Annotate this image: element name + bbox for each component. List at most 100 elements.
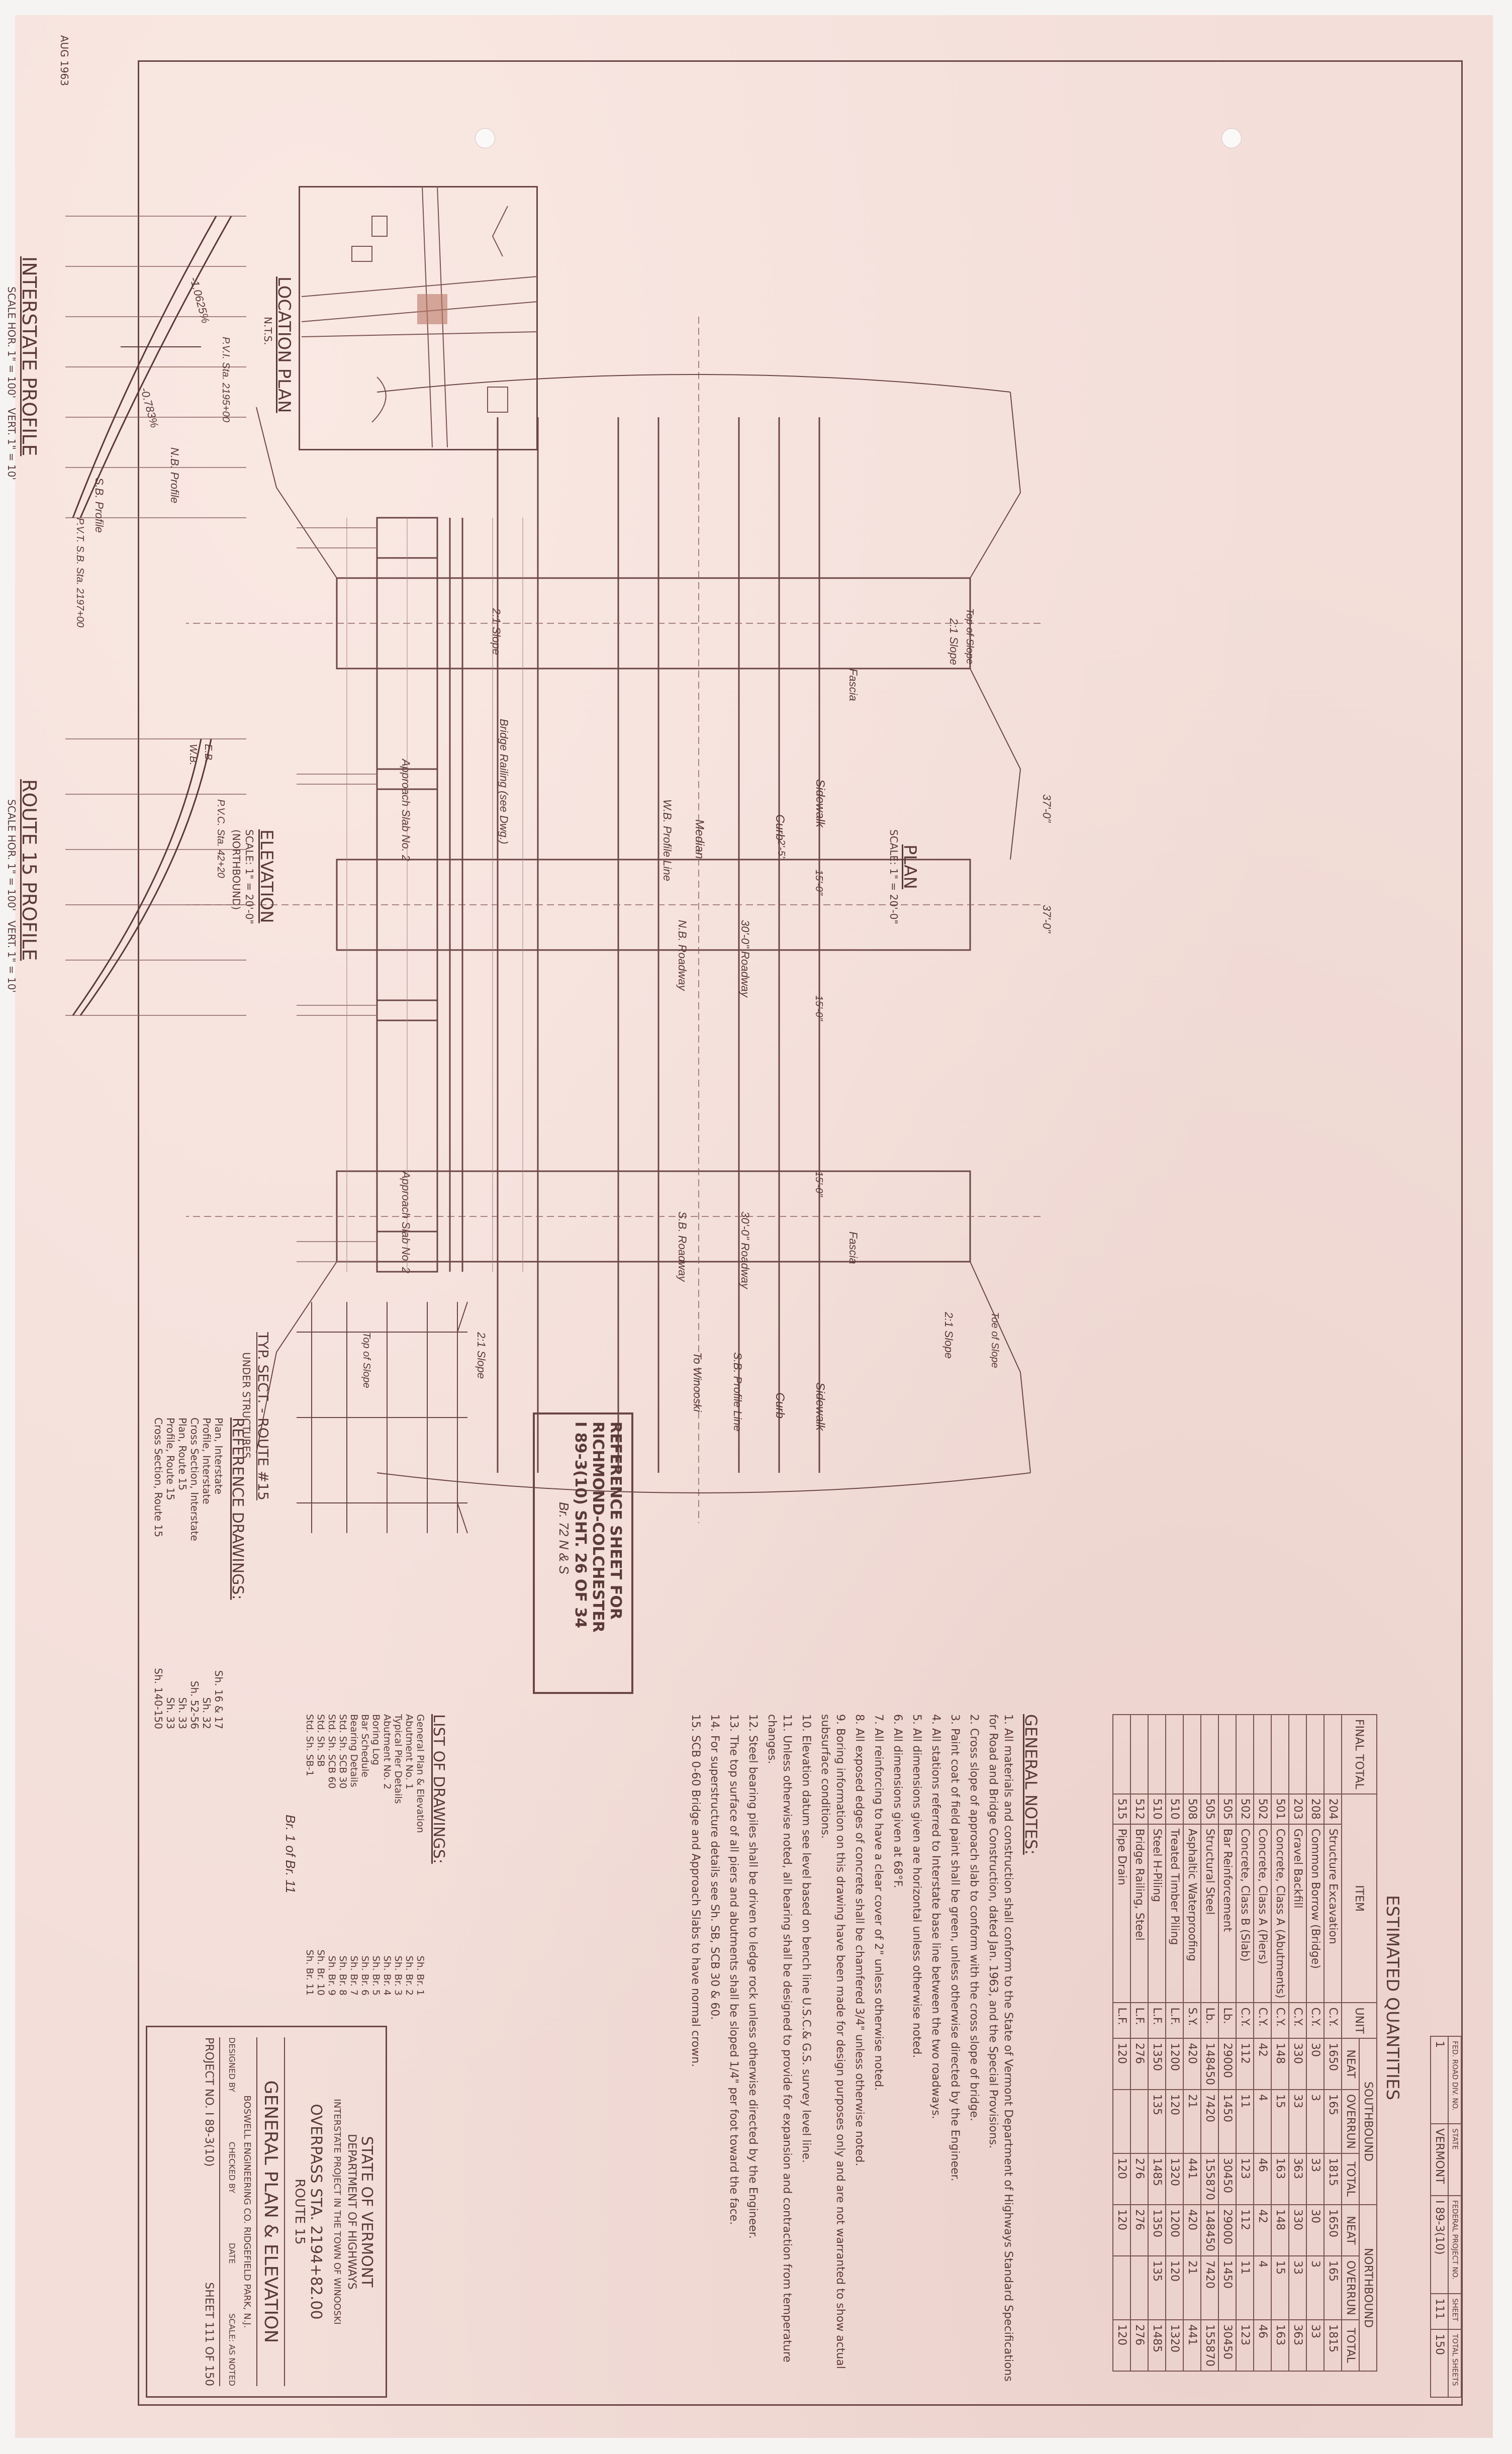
- rotated-drawing: AUG 1963 FED. ROAD DIV. NO. STATE FEDERA…: [6, 15, 1493, 2438]
- drawing-title: GENERAL PLAN & ELEVATION: [256, 2037, 285, 2386]
- general-note: 14. For superstructure details see Sh. S…: [708, 1714, 721, 2020]
- quantities-head: NORTHBOUND: [1359, 2204, 1377, 2371]
- plan-drawing: [186, 317, 1041, 1523]
- header-cell: STATE: [1448, 2124, 1461, 2196]
- plan-title: PLAN: [900, 844, 920, 889]
- quantities-sub: OVERRUN: [1342, 2089, 1359, 2153]
- header-value: I 89-3(10): [1431, 2195, 1448, 2294]
- general-note: 4. All stations referred to Interstate b…: [929, 1714, 942, 2119]
- quantities-sub: OVERRUN: [1342, 2255, 1359, 2320]
- header-table: FED. ROAD DIV. NO. STATE FEDERAL PROJECT…: [1430, 2036, 1462, 2398]
- profile-nb-label: N.B. Profile: [168, 447, 181, 504]
- plan-sidewalk-label: Sidewalk: [813, 1382, 827, 1431]
- header-cell: FEDERAL PROJECT NO.: [1448, 2195, 1461, 2294]
- quantities-sub: TOTAL: [1342, 2319, 1359, 2371]
- elevation-title: ELEVATION: [256, 829, 276, 923]
- title-route: ROUTE 15: [292, 2179, 307, 2245]
- title-project-row: PROJECT NO. I 89-3(10) SHEET 111 OF 150: [203, 2037, 220, 2386]
- title-dept: DEPARTMENT OF HIGHWAYS: [345, 2134, 358, 2290]
- quantities-sub: NEAT: [1342, 2038, 1359, 2090]
- header-cell: SHEET: [1448, 2294, 1461, 2330]
- plan-roadway-label: 30'-0" Roadway: [739, 920, 751, 997]
- general-note: 6. All dimensions given at 68°F.: [891, 1714, 904, 1889]
- title-project: INTERSTATE PROJECT IN THE TOWN OF WINOOS…: [332, 2099, 342, 2325]
- route15-wb-label: W.B.: [187, 744, 199, 766]
- quantities-head: FINAL TOTAL: [1342, 1715, 1377, 1794]
- general-note: 15. SCB 0-60 Bridge and Approach Slabs t…: [689, 1714, 702, 2067]
- typical-section-drawing: [297, 1301, 468, 1534]
- quantities-sub: TOTAL: [1342, 2153, 1359, 2205]
- header-value: 150: [1431, 2329, 1448, 2397]
- general-note: 3. Paint coat of field paint shall be gr…: [949, 1714, 961, 2182]
- plan-slope-label: 2:1 Slope: [948, 618, 960, 665]
- plan-sidewalk-label: Sidewalk: [813, 779, 827, 828]
- general-notes-title: GENERAL NOTES:: [1021, 1714, 1041, 1855]
- general-note: 5. All dimensions given are horizontal u…: [910, 1714, 923, 2058]
- location-plan-sketch: [301, 185, 538, 448]
- punch-hole: [475, 128, 495, 148]
- plan-scale: SCALE: 1" = 20'-0": [888, 829, 900, 924]
- quantities-table: FINAL TOTAL ITEM UNIT SOUTHBOUND NORTHBO…: [1112, 1714, 1377, 2372]
- title-signoffs: DESIGNED BY CHECKED BY DATE SCALE: AS NO…: [227, 2037, 237, 2386]
- reference-sheet-box: REFERENCE SHEET FOR RICHMOND-COLCHESTER …: [533, 1412, 633, 1694]
- plan-dim: 15'-0": [813, 1171, 824, 1197]
- general-notes: GENERAL NOTES: 1. All materials and cons…: [684, 1714, 1041, 2388]
- elevation-drawing: [297, 517, 523, 1273]
- plan-dim: 15'-0": [813, 995, 824, 1021]
- typ-sect-title: TYP. SECT. - ROUTE #15: [255, 1332, 271, 1500]
- reference-sheet-line: RICHMOND-COLCHESTER: [589, 1422, 607, 1633]
- general-note: 9. Boring information on this drawing ha…: [819, 1714, 846, 2369]
- plan-fascia: Fascia: [847, 1232, 860, 1264]
- header-cell: TOTAL SHEETS: [1448, 2329, 1461, 2397]
- plan-sb-profile-label: S.B. Profile Line: [731, 1352, 744, 1432]
- header-value: VERMONT: [1431, 2124, 1448, 2196]
- route15-pvc-label: P.V.C. Sta. 42+20: [215, 799, 226, 878]
- route15-profile-title: ROUTE 15 PROFILE: [18, 779, 40, 961]
- general-note: 10. Elevation datum see level based on b…: [800, 1714, 812, 2163]
- general-note: 12. Steel bearing piles shall be driven …: [746, 1714, 759, 2239]
- plan-winooski-label: To Winooski: [691, 1352, 704, 1412]
- plan-dim: 37'-0": [1041, 905, 1053, 933]
- title-overpass: OVERPASS STA. 2194+82.00: [307, 2104, 325, 2320]
- general-note: 13. The top surface of all piers and abu…: [727, 1714, 740, 2225]
- interstate-profile-scale: SCALE HOR. 1" = 100' VERT. 1" = 10': [6, 287, 18, 480]
- general-note: 7. All reinforcing to have a clear cover…: [872, 1714, 885, 2091]
- route15-profile-graph: [65, 738, 246, 1016]
- plan-roadway-label: 30'-0" Roadway: [739, 1211, 751, 1289]
- header-value: 111: [1431, 2294, 1448, 2330]
- list-of-drawings: LIST OF DRAWINGS: General Plan & Elevati…: [282, 1714, 447, 1996]
- elevation-railing-label: Bridge Railing (see Dwg.): [498, 719, 510, 844]
- quantities-head: UNIT: [1342, 2003, 1377, 2038]
- profile-pvt-label: P.V.T. S.B. Sta. 2197+00: [74, 518, 85, 628]
- plan-dim: 15'-0": [813, 870, 824, 895]
- quantities-head: ITEM: [1342, 1794, 1377, 2003]
- general-note: 1. All materials and construction shall …: [987, 1714, 1014, 2382]
- quantities-head: SOUTHBOUND: [1359, 2038, 1377, 2205]
